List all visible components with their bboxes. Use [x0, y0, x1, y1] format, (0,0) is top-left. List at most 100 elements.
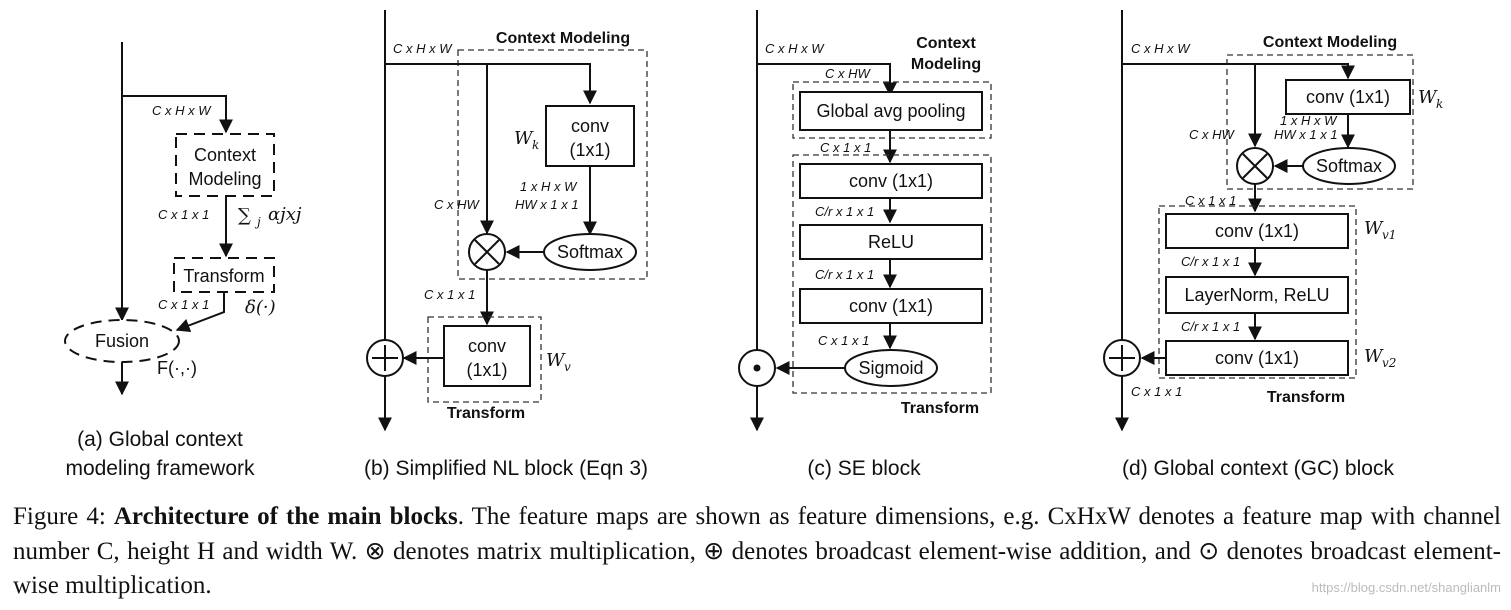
panel-c-context-title-2: Modeling	[911, 56, 981, 73]
panel-c-conv1-box	[799, 163, 983, 199]
panel-d-conv-v2-label: conv (1x1)	[1215, 348, 1299, 368]
panel-b-wk-sub: k	[532, 138, 539, 152]
panel-d-wv1: W	[1364, 218, 1384, 239]
panel-a-context-modeling-box	[175, 133, 275, 197]
panel-b-dim-c11: C x 1 x 1	[424, 287, 475, 302]
panel-c-context-title-1: Context	[916, 35, 976, 52]
panel-a-dim-c11-bottom: C x 1 x 1	[158, 297, 209, 312]
panel-d-conv-v1-label: conv (1x1)	[1215, 221, 1299, 241]
panel-d-wk-sub: k	[1436, 97, 1443, 111]
panel-b-conv-label-1: conv	[571, 116, 609, 136]
panel-c-se-block: C x H x W Context Modeling C x HW Global…	[738, 10, 992, 480]
panel-d-wv2: W	[1364, 346, 1384, 367]
panel-d-layernorm-box	[1165, 276, 1349, 314]
panel-d-context-title: Context Modeling	[1263, 34, 1397, 51]
panel-b-context-title: Context Modeling	[496, 30, 630, 47]
panel-b-transform-title: Transform	[447, 405, 525, 422]
architecture-figure: C x H x W Context Modeling C x 1 x 1 ∑ j…	[64, 10, 1443, 480]
panel-d-softmax-label: Softmax	[1316, 156, 1382, 176]
figure-caption: Figure 4: Architecture of the main block…	[13, 500, 1501, 604]
caption-bold-title: Architecture of the main blocks	[113, 503, 458, 530]
watermark: https://blog.csdn.net/shanglianlm	[1311, 580, 1501, 595]
panel-a-context-label-1: Context	[194, 145, 256, 165]
panel-b-softmax-label: Softmax	[557, 242, 623, 262]
panel-d-gc-block: C x H x W Context Modeling C x HW conv (…	[1103, 10, 1443, 480]
panel-b-wv: W	[546, 350, 566, 371]
panel-b-transform-conv-1: conv	[468, 336, 506, 356]
panel-d-dim-chw-nospace: C x HW	[1189, 127, 1236, 142]
panel-d-layernorm-label: LayerNorm, ReLU	[1184, 285, 1329, 305]
panel-b-conv-box	[545, 105, 635, 167]
panel-c-gap-box	[799, 91, 983, 131]
panel-a-sum-symbol: ∑	[238, 205, 251, 226]
panel-b-transform-region	[427, 316, 542, 403]
panel-a-branch-arrow	[122, 95, 233, 134]
panel-a-transform-box	[173, 257, 275, 293]
panel-b-transform-conv-2: (1x1)	[466, 360, 507, 380]
panel-c-caption: (c) SE block	[807, 457, 921, 480]
panel-a-delta: δ(·)	[245, 297, 276, 318]
panel-c-dim-cr11-1: C/r x 1 x 1	[815, 204, 874, 219]
panel-b-conv-label-2: (1x1)	[569, 140, 610, 160]
panel-d-matmul-x2	[1242, 153, 1268, 179]
panel-b-dim-chw-nospace: C x HW	[434, 197, 481, 212]
panel-d-wk: W	[1418, 87, 1438, 108]
panel-c-dim-c11-top: C x 1 x 1	[820, 140, 871, 155]
panel-b-context-modeling-region	[457, 49, 648, 280]
panel-c-transform-title: Transform	[901, 400, 979, 417]
panel-d-conv-v2-box	[1165, 340, 1349, 376]
panel-a-arrow-to-fusion	[175, 292, 225, 333]
panel-b-simplified-nl-block: Context Modeling C x H x W C x HW conv (…	[364, 10, 648, 480]
panel-b-branch-to-conv	[385, 63, 597, 105]
panel-d-context-region	[1226, 54, 1414, 190]
panel-d-conv-v1-box	[1165, 213, 1349, 249]
panel-b-wk: W	[514, 128, 534, 149]
panel-d-dim-hw11: HW x 1 x 1	[1274, 127, 1338, 142]
panel-a-caption-line-2: modeling framework	[65, 457, 255, 480]
panel-a-transform-label: Transform	[183, 266, 264, 286]
panel-a-fusion-fn: F(·,·)	[157, 358, 197, 378]
caption-prefix: Figure 4:	[13, 503, 114, 530]
panel-c-conv1-label: conv (1x1)	[849, 171, 933, 191]
panel-d-dim-cr11-2: C/r x 1 x 1	[1181, 319, 1240, 334]
panel-a-fusion-label: Fusion	[95, 331, 149, 351]
caption-body: . The feature maps are shown as feature …	[13, 503, 1501, 599]
panel-a-dim-c11-top: C x 1 x 1	[158, 207, 209, 222]
panel-d-transform-title: Transform	[1267, 389, 1345, 406]
panel-d-caption: (d) Global context (GC) block	[1122, 457, 1394, 480]
panel-c-gap-label: Global avg pooling	[816, 101, 965, 121]
panel-c-conv2-label: conv (1x1)	[849, 296, 933, 316]
panel-c-context-region	[792, 81, 992, 139]
panel-b-dim-hw11: HW x 1 x 1	[515, 197, 579, 212]
panel-d-dim-c11-top: C x 1 x 1	[1185, 193, 1236, 208]
panel-c-dim-c11-bottom: C x 1 x 1	[818, 333, 869, 348]
panel-b-matmul-x2	[474, 239, 500, 265]
panel-a-global-context-framework: C x H x W Context Modeling C x 1 x 1 ∑ j…	[64, 42, 302, 480]
panel-d-conv-k-box	[1285, 79, 1411, 115]
panel-a-context-label-2: Modeling	[188, 169, 261, 189]
panel-b-wv-sub: v	[564, 360, 571, 374]
panel-b-dim-1hw: 1 x H x W	[520, 179, 578, 194]
panel-d-branch-to-conv	[1122, 63, 1355, 80]
panel-c-branch-arrow	[757, 63, 897, 97]
panel-d-transform-region	[1158, 205, 1357, 379]
panel-c-dot	[753, 364, 761, 372]
panel-a-dim-chw: C x H x W	[152, 103, 212, 118]
panel-a-sum-terms: αjxj	[268, 204, 302, 225]
panel-c-relu-label: ReLU	[868, 232, 914, 252]
panel-c-transform-region	[792, 154, 992, 394]
panel-b-dim-chw: C x H x W	[393, 41, 453, 56]
panel-a-sum-subscript: j	[254, 215, 261, 229]
panel-c-conv2-box	[799, 288, 983, 324]
panel-c-dim-chw: C x H x W	[765, 41, 825, 56]
panel-c-dim-chw-nospace: C x HW	[825, 66, 872, 81]
panel-c-dim-cr11-2: C/r x 1 x 1	[815, 267, 874, 282]
panel-d-conv-k-label: conv (1x1)	[1306, 87, 1390, 107]
panel-d-wv1-sub: v1	[1382, 228, 1396, 242]
panel-d-dim-chw: C x H x W	[1131, 41, 1191, 56]
panel-d-dim-1hw: 1 x H x W	[1280, 113, 1338, 128]
panel-d-dim-cr11-1: C/r x 1 x 1	[1181, 254, 1240, 269]
panel-b-transform-conv-box	[443, 325, 531, 387]
panel-c-sigmoid-label: Sigmoid	[858, 358, 923, 378]
panel-b-caption: (b) Simplified NL block (Eqn 3)	[364, 457, 648, 480]
